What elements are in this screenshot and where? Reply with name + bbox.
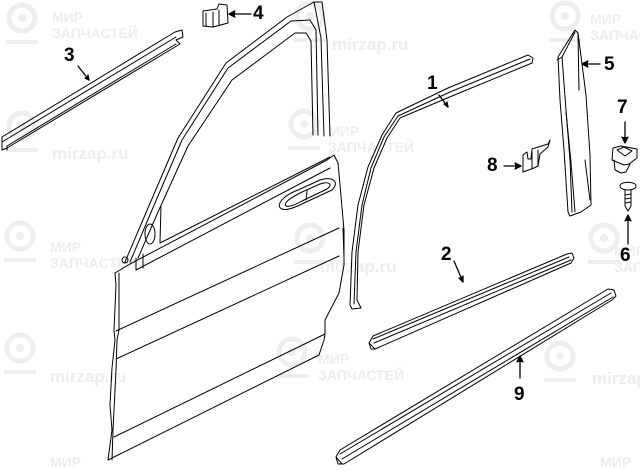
watermark-brand-line2: ЗАПЧАСТЕЙ [50, 255, 137, 271]
watermark-brand-line1: МИР [614, 243, 640, 259]
part-2-door-molding[interactable] [368, 252, 575, 350]
watermark-logo-icon [276, 336, 308, 378]
callout-7: 7 [617, 97, 628, 118]
watermark-brand-line1: МИР [318, 351, 350, 367]
watermark-brand-line1: МИР [600, 454, 632, 470]
watermark-brand-line1: МИР [590, 11, 622, 27]
callout-2: 2 [441, 244, 452, 265]
part-4-clip[interactable] [202, 3, 229, 28]
watermark-logo-icon [544, 340, 576, 382]
callout-1: 1 [427, 73, 438, 94]
watermark-brand-line2: ЗАПЧАСТЕЙ [614, 259, 640, 275]
watermark-brand-line2: ЗАПЧАСТЕЙ [328, 139, 415, 155]
callout-5: 5 [604, 54, 615, 75]
watermark-url: mirzap.ru [592, 369, 640, 388]
front-door-shell[interactable] [107, 1, 345, 461]
watermark-logo-icon [588, 222, 620, 264]
watermark-url: mirzap.ru [50, 367, 127, 386]
part-8-bracket[interactable] [522, 139, 551, 173]
part-5-pillar-applique[interactable] [556, 29, 592, 217]
callout-9: 9 [514, 384, 525, 405]
watermark-url: mirzap.ru [320, 257, 397, 276]
watermark-logo-icon [6, 2, 38, 44]
callout-3: 3 [64, 45, 75, 66]
part-1-frame-molding[interactable] [349, 54, 534, 310]
watermark-logo-icon [4, 332, 36, 374]
watermark-brand-line2: ЗАПЧАСТЕЙ [318, 367, 405, 383]
watermark-brand-line1: МИР [52, 9, 84, 25]
leader-lines [77, 10, 632, 379]
part-7-clip[interactable] [611, 145, 638, 174]
part-3-belt-molding[interactable] [1, 29, 184, 151]
watermark-logo-icon [549, 0, 581, 42]
watermark-logo-icon [288, 108, 320, 150]
watermark-brand-line1: МИР [50, 239, 82, 255]
callout-8: 8 [487, 155, 498, 176]
watermark-url: mirzap.ru [52, 144, 129, 163]
callout-4: 4 [253, 3, 264, 24]
watermark-brand-line1: МИР [50, 454, 82, 470]
watermark-logo-icon [4, 220, 36, 262]
part-9-rocker-molding[interactable] [335, 288, 617, 465]
part-6-screw[interactable] [619, 181, 637, 212]
watermark-brand-line2: ЗАПЧАСТЕЙ [590, 27, 640, 43]
watermark-brand-line2: ЗАПЧАСТЕЙ [52, 25, 139, 41]
callout-6: 6 [620, 245, 631, 266]
watermark-url: mirzap.ru [332, 35, 409, 54]
watermark-brand-line1: МИР [328, 123, 360, 139]
